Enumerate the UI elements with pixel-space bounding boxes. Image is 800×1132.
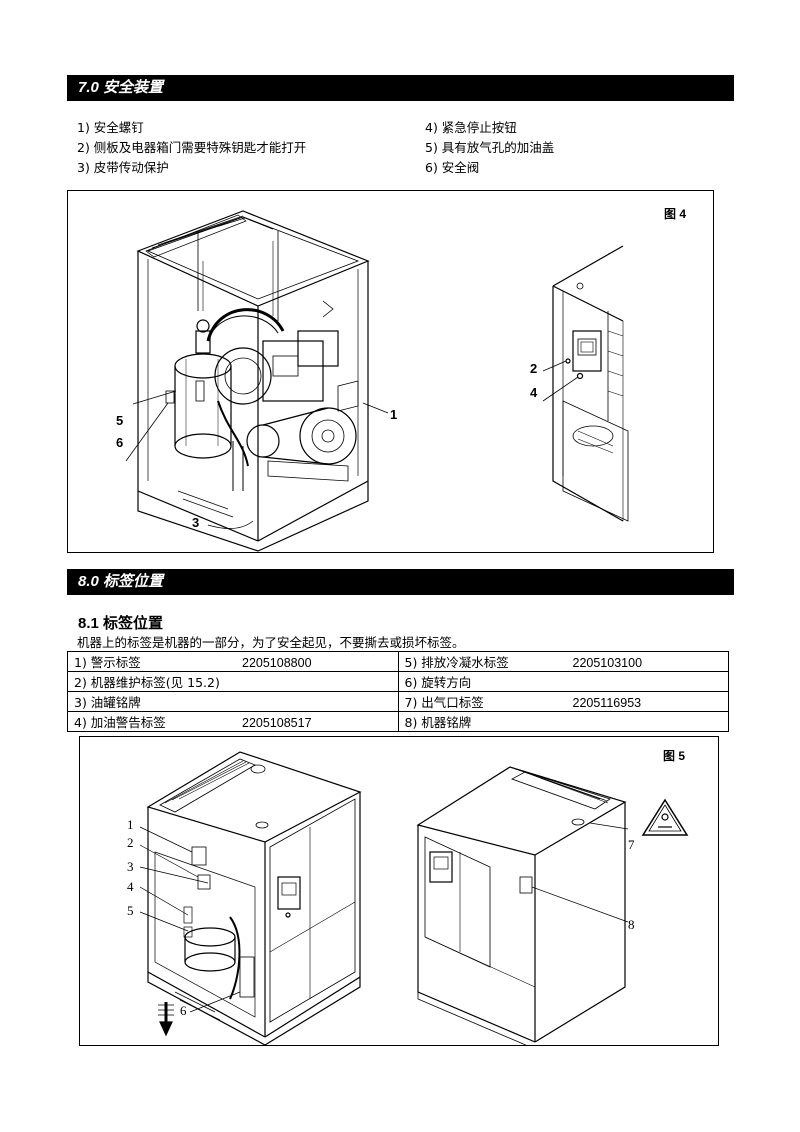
callout-5: 5 — [116, 413, 124, 428]
callout-6: 6 — [180, 1003, 187, 1018]
figure-5-label: 图 5 — [663, 749, 686, 763]
figure-4: 图 4 — [67, 190, 714, 553]
callout-7: 7 — [628, 837, 635, 852]
callout-1: 1 — [390, 407, 398, 422]
figure-4-label: 图 4 — [664, 207, 687, 221]
list-item: 4) 紧急停止按钮 — [425, 120, 517, 135]
callout-2: 2 — [127, 835, 134, 850]
callout-3: 3 — [127, 859, 134, 874]
table-cell: 3) 油罐铭牌 — [67, 691, 399, 712]
figure-5: 图 5 — [79, 736, 719, 1046]
list-item: 3) 皮带传动保护 — [77, 160, 169, 175]
callout-6: 6 — [116, 435, 124, 450]
callout-1: 1 — [127, 817, 134, 832]
table-cell: 6) 旋转方向 — [397, 671, 729, 692]
compressor-open-illustration — [125, 210, 629, 552]
callout-4: 4 — [530, 385, 538, 400]
callout-8: 8 — [628, 917, 635, 932]
section-8-title: 8.0 标签位置 — [67, 569, 734, 595]
safety-device-list-left: 1) 安全螺钉 2) 侧板及电器箱门需要特殊钥匙才能打开 3) 皮带传动保护 — [77, 118, 306, 178]
callout-3: 3 — [192, 515, 200, 530]
table-cell: 8) 机器铭牌 — [397, 711, 729, 732]
callout-4: 4 — [127, 879, 134, 894]
list-item: 5) 具有放气孔的加油盖 — [425, 140, 555, 155]
list-item: 1) 安全螺钉 — [77, 120, 144, 135]
callout-5: 5 — [127, 903, 134, 918]
list-item: 2) 侧板及电器箱门需要特殊钥匙才能打开 — [77, 140, 307, 155]
callout-2: 2 — [530, 361, 538, 376]
safety-device-list-right: 4) 紧急停止按钮 5) 具有放气孔的加油盖 6) 安全阀 — [425, 118, 554, 178]
list-item: 6) 安全阀 — [425, 160, 480, 175]
section-7-title: 7.0 安全装置 — [67, 75, 734, 101]
table-cell: 2) 机器维护标签(见 15.2) — [67, 671, 399, 692]
subsection-title: 8.1 标签位置 — [78, 615, 164, 632]
intro-text: 机器上的标签是机器的一部分，为了安全起见，不要撕去或损坏标签。 — [77, 635, 465, 650]
table-row: 2) 机器维护标签(见 15.2) 6) 旋转方向 — [67, 671, 729, 692]
compressor-labels-illustration — [139, 751, 689, 1045]
